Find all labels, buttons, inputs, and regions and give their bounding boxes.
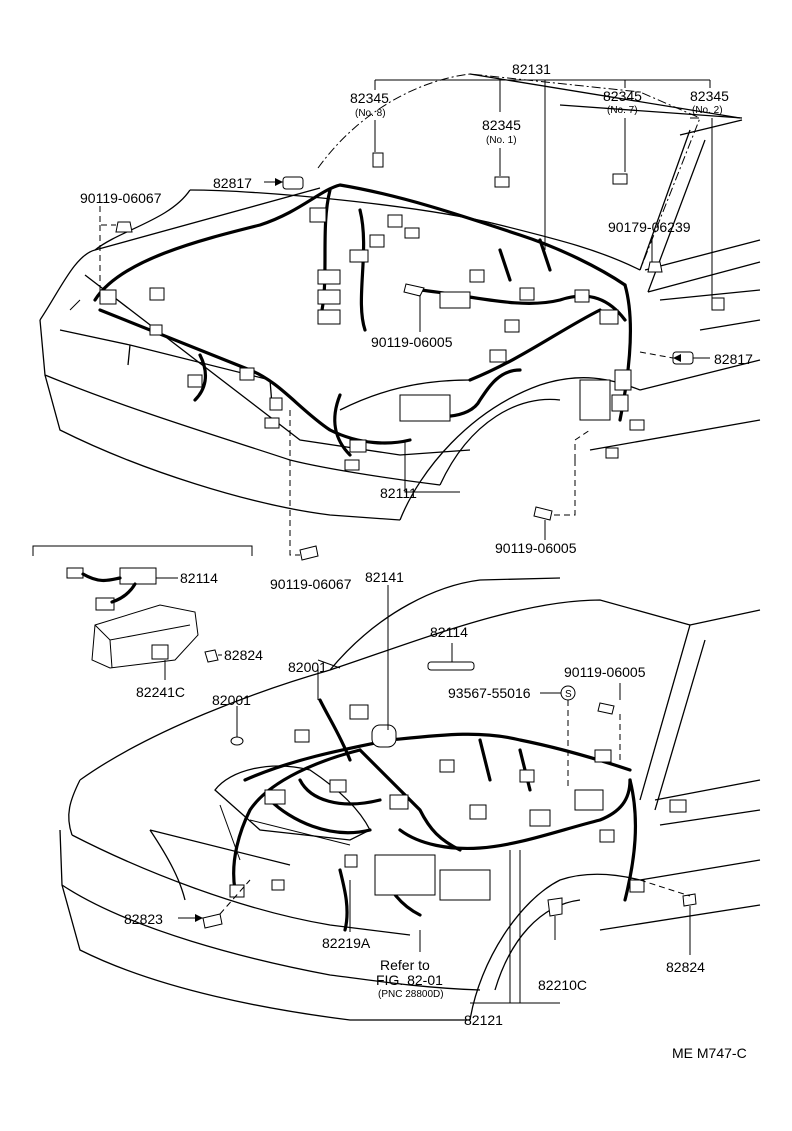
bottom-connector xyxy=(294,729,310,743)
label-82210c: 82210C xyxy=(538,977,587,993)
label-inset-82824: 82824 xyxy=(224,647,263,663)
sub-harness-82114-shape xyxy=(427,661,475,671)
label-82121: 82121 xyxy=(464,1012,503,1028)
clamp-82817-left-shape xyxy=(282,176,304,190)
bottom-leader-lines xyxy=(178,585,691,1004)
bottom-connector xyxy=(389,794,409,810)
label-82345-no8-note: (No. 8) xyxy=(355,108,386,119)
label-90119-06067-low: 90119-06067 xyxy=(270,576,352,592)
label-82817-right: 82817 xyxy=(714,351,753,367)
bolt-90119-06005-bottom-shape xyxy=(597,702,615,715)
label-82111: 82111 xyxy=(380,485,417,501)
label-refer-to: Refer to xyxy=(380,957,430,973)
clip-82210c-shape xyxy=(547,897,563,917)
top-small-parts xyxy=(115,152,725,561)
inset-box xyxy=(32,545,253,680)
bottom-connector xyxy=(594,749,612,763)
ecu-bracket-82241c-shape xyxy=(91,604,199,669)
label-90119-06005-bottom: 90119-06005 xyxy=(564,664,646,680)
label-93567-55016: 93567-55016 xyxy=(448,685,531,701)
relay-block-shape xyxy=(374,854,436,896)
label-90119-06005-mid: 90119-06005 xyxy=(371,334,453,350)
label-82001-b: 82001 xyxy=(212,692,251,708)
label-s-mark: S xyxy=(565,689,572,700)
sub-harness-plug-a xyxy=(66,567,84,579)
clip-82345-no7-shape xyxy=(612,173,628,185)
bottom-connector xyxy=(264,789,286,805)
label-refer-pnc: (PNC 28800D) xyxy=(378,989,444,1000)
label-82345-no2-note: (No. 2) xyxy=(692,105,723,116)
sub-harness-plug-b xyxy=(119,567,157,585)
bottom-connector xyxy=(344,854,358,868)
top-labels: 82131 82345 (No. 8) 82345 (No. 1) 82345 … xyxy=(80,61,753,592)
bottom-connector xyxy=(669,799,687,813)
label-refer-fig: FIG. 82-01 xyxy=(376,972,443,988)
label-90119-06067-top: 90119-06067 xyxy=(80,190,162,206)
bolt-90119-06005-mid-shape xyxy=(403,283,425,297)
bottom-connector xyxy=(629,879,645,893)
relay-block-shape xyxy=(439,869,491,901)
bottom-connector xyxy=(229,884,245,898)
bottom-connector xyxy=(271,879,285,891)
bottom-car-body xyxy=(59,577,761,1021)
clip-82345-no1-shape xyxy=(494,176,510,188)
bottom-connector xyxy=(529,809,551,827)
label-82001-a: 82001 xyxy=(288,659,327,675)
bottom-connector xyxy=(349,704,369,720)
top-leader-lines xyxy=(99,79,713,556)
clip-82345-no8-shape xyxy=(372,152,384,168)
bottom-connector xyxy=(329,779,347,793)
label-82345-no1: 82345 xyxy=(482,117,521,133)
bolt-90119-06067-top-shape xyxy=(115,221,133,233)
inset-labels: 82114 82824 82241C xyxy=(136,570,263,700)
bottom-connector xyxy=(439,759,455,773)
bottom-wiring-harness xyxy=(229,698,687,932)
grommet-82001-shape xyxy=(230,736,244,746)
label-82345-no8: 82345 xyxy=(350,90,389,106)
bolt-90119-06005-low-shape xyxy=(533,506,553,521)
label-82219a: 82219A xyxy=(322,935,371,951)
sub-harness-plug-c xyxy=(95,597,115,611)
label-bottom-82114: 82114 xyxy=(430,624,468,640)
label-bottom-82824: 82824 xyxy=(666,959,705,975)
label-90119-06005-low: 90119-06005 xyxy=(495,540,577,556)
top-wiring-harness xyxy=(93,183,645,471)
label-82345-no7: 82345 xyxy=(603,88,642,104)
label-inset-82114: 82114 xyxy=(180,570,218,586)
bottom-connector xyxy=(469,804,487,820)
grommet-82824-bottom-shape xyxy=(682,893,697,907)
bottom-connector xyxy=(574,789,604,811)
bottom-small-parts xyxy=(202,661,697,929)
ecu-connector-shape xyxy=(151,644,169,660)
nut-90179-06239-shape xyxy=(647,261,663,273)
top-car-body xyxy=(39,73,761,521)
label-90179-06239: 90179-06239 xyxy=(608,219,691,235)
label-82141: 82141 xyxy=(365,569,404,585)
label-82241c: 82241C xyxy=(136,684,185,700)
label-82345-no2: 82345 xyxy=(690,88,729,104)
grommet-82824-inset-shape xyxy=(204,649,219,663)
label-82345-no1-note: (No. 1) xyxy=(486,135,517,146)
label-82345-no7-note: (No. 7) xyxy=(607,105,638,116)
bottom-connector-round xyxy=(371,724,397,748)
grommet-82823-shape xyxy=(202,913,223,929)
label-82823: 82823 xyxy=(124,911,163,927)
bottom-connector xyxy=(519,769,535,783)
label-82817-left: 82817 xyxy=(213,175,252,191)
bottom-connector xyxy=(599,829,615,843)
figure-code: ME M747-C xyxy=(672,1045,747,1061)
bolt-90119-06067-low-shape xyxy=(299,545,319,561)
clip-82345-no2-shape xyxy=(711,297,725,311)
label-82131: 82131 xyxy=(512,61,551,77)
bottom-labels: 82141 82114 82001 82001 90119-06005 9356… xyxy=(124,569,705,1028)
